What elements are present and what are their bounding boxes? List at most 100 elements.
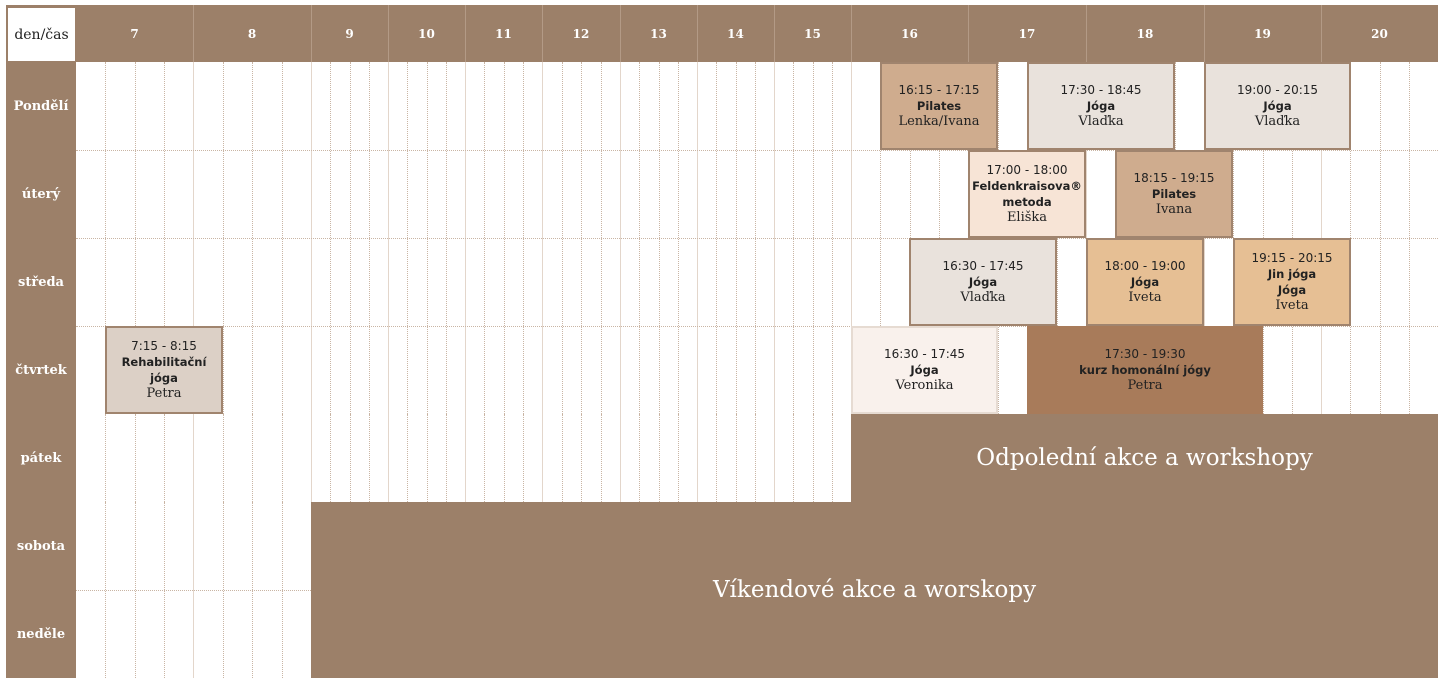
grid-line — [252, 414, 253, 502]
header-divider — [542, 5, 543, 62]
lesson-time: 18:15 - 19:15 — [1133, 171, 1215, 185]
header-divider — [311, 5, 312, 62]
lesson-time: 17:00 - 18:00 — [986, 163, 1068, 177]
lesson-instructor: Veronika — [895, 378, 954, 393]
lesson-name-line-2: metoda — [1002, 195, 1052, 209]
day-wednesday: středa — [18, 274, 64, 290]
lesson-thursday-joga[interactable]: 16:30 - 17:45 Jóga Veronika — [851, 326, 998, 414]
lesson-name: Jin jóga — [1267, 267, 1317, 281]
lesson-time: 19:00 - 20:15 — [1236, 83, 1319, 97]
lesson-instructor: Lenka/Ivana — [898, 114, 980, 129]
header-divider — [851, 5, 852, 62]
grid-line — [368, 414, 370, 502]
lesson-wednesday-joga-1[interactable]: 16:30 - 17:45 Jóga Vlaďka — [909, 238, 1057, 326]
hour-7: 7 — [130, 26, 139, 41]
lesson-time: 7:15 - 8:15 — [131, 339, 197, 353]
lesson-name: kurz homonální jógy — [1079, 363, 1211, 377]
day-sunday: neděle — [16, 626, 66, 642]
grid-line — [349, 414, 351, 502]
weekend-banner: Víkendové akce a worskopy — [712, 577, 1037, 603]
lesson-time: 19:15 - 20:15 — [1251, 251, 1333, 265]
header-divider — [774, 5, 775, 62]
grid-line — [658, 414, 660, 502]
hour-18: 18 — [1136, 26, 1154, 41]
day-thursday: čtvrtek — [15, 362, 67, 378]
hour-20: 20 — [1371, 26, 1388, 41]
day-monday: Pondělí — [13, 98, 69, 114]
grid-line — [193, 414, 194, 502]
lesson-instructor: Iveta — [1275, 298, 1309, 313]
hour-16: 16 — [901, 26, 918, 41]
grid-line — [639, 414, 641, 502]
header-divider — [388, 5, 389, 62]
row-line — [76, 590, 311, 591]
hour-17: 17 — [1018, 26, 1036, 41]
corner-label: den/čas — [8, 8, 75, 61]
lesson-name: Rehabilitační jóga — [121, 355, 207, 385]
grid-line — [561, 414, 563, 502]
lesson-instructor: Petra — [1127, 378, 1163, 393]
header-divider — [465, 5, 466, 62]
header-divider — [193, 5, 194, 62]
grid-line — [445, 414, 447, 502]
grid-line — [831, 414, 833, 502]
grid-line — [812, 414, 814, 502]
grid-line — [281, 414, 283, 502]
day-saturday: sobota — [16, 538, 66, 554]
grid-line — [697, 414, 698, 502]
grid-line — [134, 414, 136, 502]
grid-line — [465, 414, 466, 502]
grid-line — [222, 414, 224, 502]
grid-line — [735, 414, 737, 502]
day-friday: pátek — [20, 450, 62, 466]
header-divider — [697, 5, 698, 62]
lesson-thursday-rehabilitacni-joga[interactable]: 7:15 - 8:15 Rehabilitační jóga Petra — [105, 326, 223, 414]
lesson-time: 16:30 - 17:45 — [942, 259, 1024, 273]
lesson-time: 18:00 - 19:00 — [1104, 259, 1186, 273]
hour-11: 11 — [495, 26, 512, 41]
grid-line — [503, 414, 505, 502]
lesson-name: Jóga — [910, 363, 939, 377]
lesson-wednesday-joga-2[interactable]: 18:00 - 19:00 Jóga Iveta — [1086, 238, 1204, 326]
lesson-instructor: Eliška — [1006, 210, 1048, 225]
grid-line — [716, 414, 718, 502]
lesson-time: 17:30 - 19:30 — [1104, 347, 1186, 361]
lesson-instructor: Petra — [146, 386, 182, 401]
lesson-time: 17:30 - 18:45 — [1060, 83, 1142, 97]
lesson-name-line-2: Jóga — [1277, 283, 1307, 297]
grid-line — [105, 414, 107, 502]
grid-line — [311, 414, 312, 502]
grid-line — [330, 414, 332, 502]
friday-banner: Odpolední akce a workshopy — [976, 445, 1313, 471]
header-divider — [1321, 5, 1322, 62]
lesson-thursday-kurz[interactable]: 17:30 - 19:30 kurz homonální jógy Petra — [1027, 326, 1263, 414]
hour-14: 14 — [727, 26, 744, 41]
schedule-grid: den/čas 7 8 9 10 11 12 13 14 15 16 17 18… — [6, 5, 1438, 678]
lesson-tuesday-feldenkrais[interactable]: 17:00 - 18:00 Feldenkraisova® metoda Eli… — [968, 150, 1086, 238]
grid-line — [677, 414, 679, 502]
row-line — [76, 326, 1438, 327]
lesson-name: Pilates — [916, 99, 962, 113]
lesson-instructor: Vlaďka — [1254, 114, 1301, 129]
lesson-instructor: Vlaďka — [1078, 114, 1124, 129]
header-divider — [1204, 5, 1205, 62]
row-line — [76, 238, 1438, 239]
lesson-monday-pilates[interactable]: 16:15 - 17:15 Pilates Lenka/Ivana — [880, 62, 998, 150]
hour-13: 13 — [650, 26, 667, 41]
grid-line — [426, 414, 428, 502]
grid-line — [774, 414, 775, 502]
header-divider — [620, 5, 621, 62]
lesson-name: Jóga — [1263, 99, 1292, 113]
lesson-instructor: Iveta — [1128, 290, 1162, 305]
grid-line — [522, 414, 524, 502]
hour-15: 15 — [804, 26, 821, 41]
hour-19: 19 — [1254, 26, 1271, 41]
lesson-tuesday-pilates[interactable]: 18:15 - 19:15 Pilates Ivana — [1115, 150, 1233, 238]
grid-line — [620, 414, 621, 502]
grid-line — [600, 414, 602, 502]
lesson-monday-joga-1[interactable]: 17:30 - 18:45 Jóga Vlaďka — [1027, 62, 1175, 150]
lesson-monday-joga-2[interactable]: 19:00 - 20:15 Jóga Vlaďka — [1204, 62, 1351, 150]
grid-line — [581, 414, 582, 502]
lesson-wednesday-jin-joga[interactable]: 19:15 - 20:15 Jin jóga Jóga Iveta — [1233, 238, 1351, 326]
weekend-cells — [76, 502, 311, 678]
